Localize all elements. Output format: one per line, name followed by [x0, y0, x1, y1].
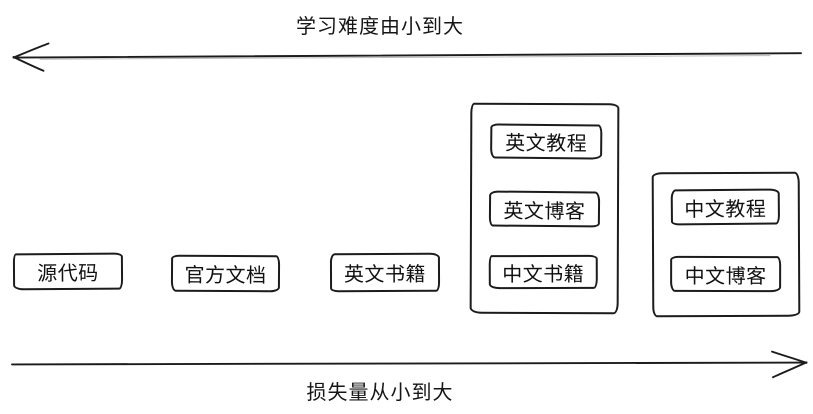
- box-chinese-books-label: 中文书籍: [502, 261, 585, 286]
- box-chinese-blogs-label: 中文博客: [684, 263, 767, 288]
- box-official-docs-label: 官方文档: [184, 262, 267, 288]
- top-axis-label: 学习难度由小到大: [296, 14, 464, 38]
- box-english-blogs-label: 英文博客: [503, 198, 586, 223]
- box-chinese-tutorials: 中文教程: [670, 188, 780, 226]
- box-source-code: 源代码: [12, 252, 124, 291]
- box-english-books-label: 英文书籍: [343, 261, 427, 287]
- box-english-blogs: 英文博客: [488, 190, 601, 228]
- box-english-tutorials: 英文教程: [490, 123, 603, 160]
- group-box-chinese: 中文教程 中文博客: [651, 171, 801, 318]
- box-official-docs: 官方文档: [170, 254, 281, 293]
- box-chinese-books: 中文书籍: [488, 254, 598, 290]
- bottom-axis-label: 损失量从小到大: [306, 380, 454, 404]
- top-axis-arrow-left: [12, 42, 802, 72]
- box-chinese-tutorials-label: 中文教程: [684, 196, 767, 221]
- bottom-axis-arrow-right: [11, 350, 808, 379]
- box-source-code-label: 源代码: [37, 260, 99, 286]
- box-english-tutorials-label: 英文教程: [505, 130, 588, 156]
- box-chinese-blogs: 中文博客: [670, 255, 782, 293]
- group-box-mixed: 英文教程 英文博客 中文书籍: [469, 102, 620, 315]
- box-english-books: 英文书籍: [329, 252, 441, 293]
